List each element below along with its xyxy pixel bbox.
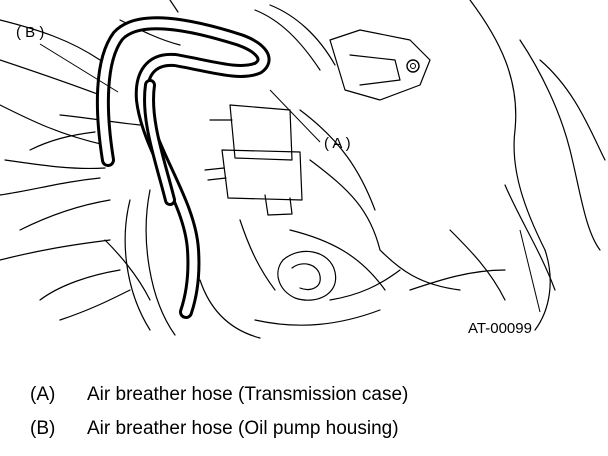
legend-text-a: Air breather hose (Transmission case) — [87, 384, 409, 405]
callout-label-b: ( B ) — [16, 24, 44, 41]
legend-row-b: (B) Air breather hose (Oil pump housing) — [30, 412, 590, 446]
callout-label-a: ( A ) — [324, 135, 351, 152]
figure-code-leader — [519, 229, 541, 313]
legend-key-b: (B) — [30, 418, 56, 439]
figure-code: AT-00099 — [468, 320, 532, 337]
bracket-bolt-hole-inner — [410, 63, 416, 69]
legend-text-b: Air breather hose (Oil pump housing) — [87, 418, 399, 439]
air-breather-hose-a — [143, 79, 176, 206]
legend: (A) Air breather hose (Transmission case… — [30, 378, 590, 446]
legend-key-a: (A) — [30, 384, 56, 405]
air-breather-hose-b — [95, 16, 271, 319]
callout-b-leader — [39, 43, 119, 93]
callout-a-leader — [269, 89, 321, 143]
bracket-bolt-hole — [406, 59, 420, 73]
legend-row-a: (A) Air breather hose (Transmission case… — [30, 378, 590, 412]
background-engine-linework — [0, 0, 606, 339]
transmission-hose-diagram: ( B ) ( A ) AT-00099 — [0, 0, 606, 339]
